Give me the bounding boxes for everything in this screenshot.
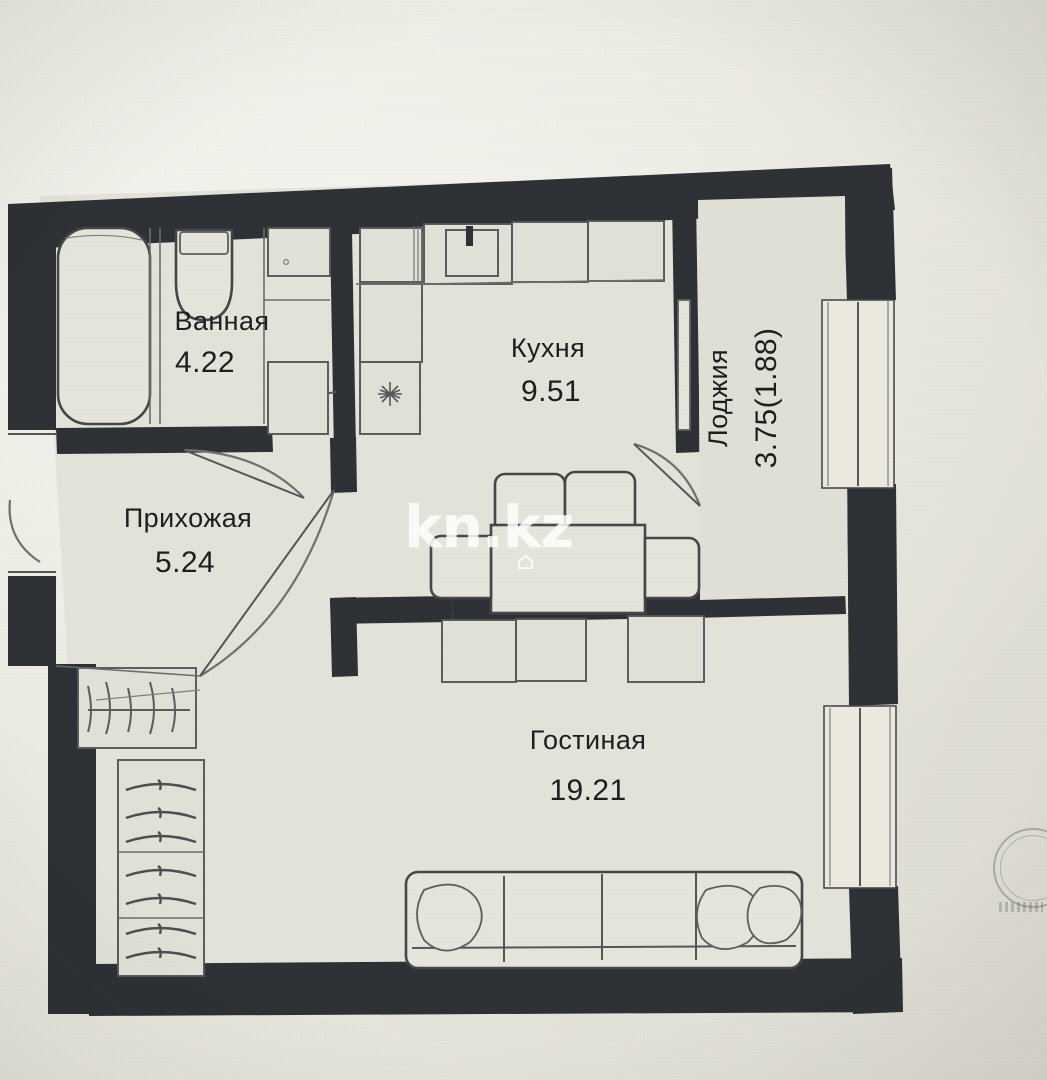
label-kitchen-area: 9.51 (521, 375, 581, 408)
doors (8, 299, 702, 677)
fan-icon (378, 382, 402, 406)
hallway-door-swing (199, 489, 336, 677)
cabinet-unit (627, 615, 705, 683)
label-hallway-name: Прихожая (124, 503, 252, 533)
exterior-walls (8, 164, 903, 1016)
dining-chair (563, 470, 637, 528)
windows (821, 299, 897, 889)
dining-chair (643, 536, 701, 600)
label-loggia-name: Лоджия (703, 349, 733, 447)
counter-hatch (413, 226, 423, 282)
label-hallway-area: 5.24 (155, 546, 215, 579)
bathroom-fixtures (56, 226, 331, 426)
label-bathroom-area: 4.22 (175, 346, 235, 379)
balcony-door-swing (633, 442, 702, 507)
loggia-area (698, 196, 848, 600)
cushion (696, 884, 762, 950)
lower-units (441, 615, 705, 683)
counter-unit-4 (359, 283, 423, 363)
label-living-room-area: 19.21 (549, 774, 626, 807)
sofa (404, 870, 804, 970)
balcony-door-leaf (677, 299, 691, 431)
bathtub (56, 226, 152, 426)
hallway-detail (55, 665, 201, 701)
dining-chair (493, 472, 567, 530)
cabinet-unit (515, 618, 587, 682)
faucet (466, 226, 473, 246)
clothes-hanger (125, 778, 197, 960)
cushion (416, 883, 483, 952)
label-loggia-area: 3.75(1.88) (750, 328, 783, 469)
cushion (746, 884, 803, 945)
room-labels: Ванная 4.22 Прихожая 5.24 Кухня 9.51 Гос… (124, 306, 783, 807)
counter-unit-3 (587, 220, 665, 282)
wet-cell-3 (267, 361, 329, 435)
shelf-items (87, 681, 190, 735)
label-kitchen-name: Кухня (511, 333, 585, 363)
shelf-unit (77, 667, 197, 749)
wardrobe (77, 667, 205, 977)
dining-chair (429, 534, 493, 600)
entrance-door-swing (8, 499, 41, 563)
toilet-cistern (179, 231, 229, 255)
riser-cell-1 (359, 227, 423, 283)
cabinet-unit (441, 619, 517, 683)
sink (267, 227, 331, 277)
bathroom-door-swing (183, 448, 305, 499)
label-bathroom-name: Ванная (175, 306, 270, 336)
utility-cells (267, 227, 423, 435)
dining-table (489, 523, 647, 615)
counter-unit-2 (511, 221, 589, 283)
dining-set (429, 470, 701, 615)
kitchen-counter (356, 220, 665, 363)
label-living-room-name: Гостиная (530, 725, 647, 755)
